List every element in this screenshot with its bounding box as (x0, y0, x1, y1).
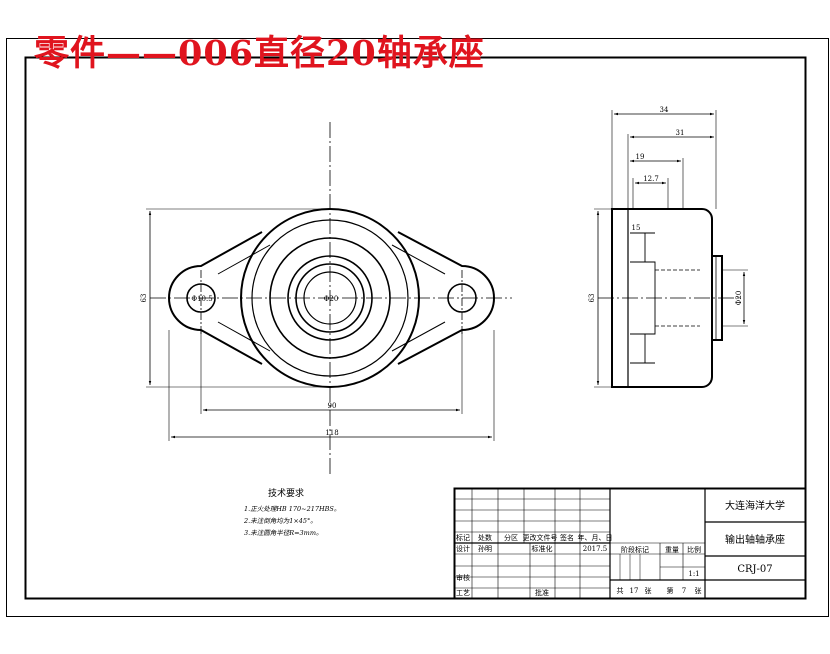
title-block-text: 大连海洋大学 输出轴轴承座 CRJ-07 标记 处数 分区 更改文件号 签名 年… (456, 499, 785, 597)
flange-inner-edge (217, 244, 446, 352)
side-dim-19-text: 19 (636, 153, 645, 161)
side-view (594, 110, 748, 388)
tb-standardize-label: 标准化 (532, 544, 553, 553)
tb-weight-label: 重量 (665, 546, 679, 554)
tb-review-label: 审核 (456, 573, 470, 582)
tb-scale-value: 1:1 (688, 570, 699, 578)
side-inner-detail (655, 269, 700, 327)
bearing-ring-circle (287, 255, 373, 341)
shaft-bore-circle (303, 271, 357, 325)
front-view (146, 122, 512, 476)
housing-mid-circle (251, 219, 409, 377)
tb-scale-label: 比例 (687, 545, 701, 554)
side-height-dim-text: 63 (588, 294, 596, 303)
tb-header-date: 年、月、日 (578, 533, 613, 542)
right-bolt-hole (447, 283, 477, 313)
tb-date: 2017.5 (583, 545, 608, 553)
title-block-grid (453, 487, 807, 600)
tb-header-mark: 标记 (456, 533, 470, 542)
front-span-dim-text: 90 (328, 402, 337, 410)
tb-total-sheets: 17 (630, 587, 639, 595)
tb-designer: 孙明 (478, 544, 492, 553)
tb-sheet-unit2: 张 (695, 586, 702, 595)
tb-sheet-no: 7 (682, 587, 686, 595)
bearing-inner-circle (295, 263, 365, 333)
front-length-dim-text: 118 (325, 429, 338, 437)
left-bolt-hole (186, 283, 216, 313)
tech-req-item-2: 2.未注倒角均为1×45°。 (243, 517, 317, 525)
side-dim-15-text: 15 (632, 224, 641, 232)
tb-header-doc: 更改文件号 (523, 533, 558, 542)
tb-header-count: 处数 (478, 533, 492, 542)
tb-approve-label: 批准 (535, 588, 549, 597)
tb-header-zone: 分区 (504, 533, 518, 542)
tb-process-label: 工艺 (456, 589, 470, 597)
tb-total-label: 共 (617, 586, 624, 595)
tb-sheet-label: 第 (667, 586, 674, 595)
side-bore-dim-text: Φ20 (735, 291, 743, 306)
tb-university: 大连海洋大学 (725, 499, 785, 512)
outer-sheet-border (6, 38, 829, 617)
front-hole-label: Φ10.5 (191, 295, 212, 303)
tb-drawing-no: CRJ-07 (737, 564, 772, 575)
tb-header-sign: 签名 (560, 533, 574, 542)
tech-requirements: 技术要求 1.正火处理HB 170~217HBS。 2.未注倒角均为1×45°。… (243, 487, 340, 537)
tb-part-name: 输出轴轴承座 (725, 533, 785, 546)
side-dim-127-text: 12.7 (643, 175, 659, 183)
tb-stage-label: 阶段标记 (621, 545, 649, 554)
tb-design-label: 设计 (456, 544, 470, 553)
front-bore-label: Φ20 (324, 295, 339, 303)
inner-frame-border (24, 56, 807, 600)
overlay-title: 零件——006直径20轴承座 (34, 33, 485, 74)
housing-boss-circle (269, 237, 391, 359)
flange-outline (168, 231, 495, 365)
side-body-outline (611, 208, 713, 388)
tb-sheet-unit: 张 (645, 586, 652, 595)
tech-req-item-1: 1.正火处理HB 170~217HBS。 (244, 505, 340, 513)
front-height-dim-text: 63 (140, 294, 148, 303)
tech-req-item-3: 3.未注圆角半径R=3mm。 (244, 529, 323, 537)
side-dim-34-text: 34 (660, 106, 669, 114)
side-dim-31-text: 31 (676, 129, 685, 137)
tech-req-heading: 技术要求 (268, 487, 304, 499)
